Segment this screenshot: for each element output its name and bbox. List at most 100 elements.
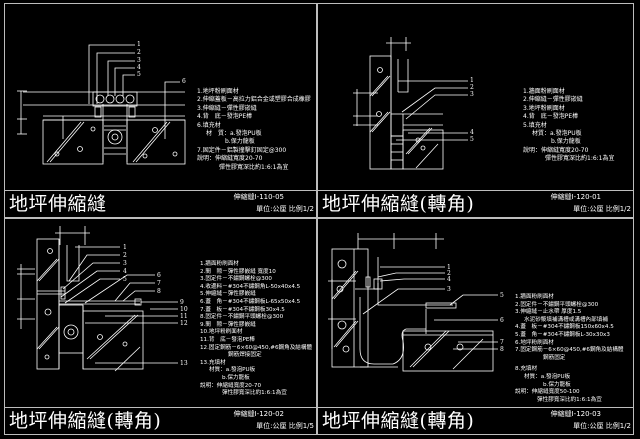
unit-scale: 單位:公厘 比例1/2 [573, 205, 631, 213]
callout-number: 5 [470, 136, 474, 143]
detail-panel-4: 1 2 4 3 5 6 7 8 1.牆面粉刷面材 2.固定件－不鏽鋼平頭螺栓@3… [317, 218, 634, 435]
callout-number: 7 [500, 339, 504, 346]
legend-item: b.保力龍板 [222, 374, 250, 381]
callout-number: 8 [157, 288, 161, 295]
detail-panel-1: 1 2 3 4 5 6 1.地坪粉刷面材 2.伸縮蓋板－高拉力鋁合金或塑膠合成橡… [4, 3, 317, 218]
legend-item: 3.固定件－不鏽鋼螺栓@300 [200, 276, 272, 283]
callout-number: 4 [447, 276, 451, 283]
legend-item: 彈性膠寬深比約1:6:1為宜 [537, 396, 602, 403]
material-legend: 1.牆面粉刷面材 2.伸縮縫－彈性膠嵌縫 3.地坪粉刷面材 4.背 底－發泡PE… [523, 88, 615, 164]
detail-code: 伸縮縫I-120-02 [233, 410, 284, 418]
callout-number: 4 [123, 268, 127, 275]
legend-item: b.保力龍板 [551, 138, 581, 146]
legend-item: 材質：a.發泡PU板 [524, 373, 571, 380]
legend-item: 3.伸縮縫－止水帶 厚度1.5 [515, 309, 582, 316]
callout-number: 5 [500, 292, 504, 299]
legend-item: 4.蓋 板－#304不鏽鋼板150x60x4.5 [515, 324, 614, 331]
legend-item: 水泥砂漿填補溝槽或溝槽內部填補 [524, 316, 608, 323]
legend-item: 彈性膠寬深比約1:6:1為宜 [219, 163, 289, 171]
callout-number: 2 [447, 270, 451, 277]
title-block: 地坪伸縮縫 伸縮縫I-110-05 單位:公厘 比例1/2 [5, 190, 316, 217]
callout-number: 4 [470, 129, 474, 136]
section-drawing-4 [328, 233, 498, 372]
legend-item: 7.固定鋼筋－6×60@450,#6鋼角及結構體 [515, 347, 624, 354]
legend-item: 彈性膠寬深比約1:6:1為宜 [222, 390, 287, 397]
legend-item: 6.填充材 [197, 121, 221, 129]
callout-number: 12 [180, 320, 188, 327]
legend-item: 鋼筋固定 [543, 354, 566, 361]
legend-item: 鋼筋焊接固定 [228, 352, 262, 359]
unit-scale: 單位:公厘 比例1/2 [573, 422, 631, 430]
legend-item: 8.充填材 [515, 366, 538, 373]
legend-item: 彈性膠寬深比約1:6:1為宜 [545, 155, 615, 163]
legend-item: 5.蓋 角－#304不鏽鋼板L-30x30x3 [515, 331, 610, 338]
legend-item: 說明：伸縮縫寬度20-70 [523, 146, 589, 154]
detail-panel-2: 1 2 3 4 5 1.牆面粉刷面材 2.伸縮縫－彈性膠嵌縫 3.地坪粉刷面材 … [317, 3, 634, 218]
detail-title: 地坪伸縮縫(轉角) [322, 193, 475, 215]
legend-item: 4.背 底－發泡PE棒 [523, 113, 579, 121]
legend-item: 5.伸縮縫－彈性膠嵌縫 [200, 291, 256, 298]
legend-item: b.保力龍板 [543, 381, 571, 388]
callout-number: 10 [180, 306, 188, 313]
legend-item: 10.地坪粉刷面材 [200, 329, 243, 336]
legend-item: 材 質：a.發泡PU板 [206, 130, 262, 138]
callout-number: 3 [470, 91, 474, 98]
legend-item: 8.固定件－不鏽鋼平頭螺栓@300 [200, 314, 284, 321]
legend-item: 1.牆面粉刷面材 [523, 88, 565, 95]
legend-item: b.保力龍板 [225, 138, 255, 146]
legend-item: 2.伸縮蓋板－高拉力鋁合金或塑膠合成橡膠 [197, 96, 311, 104]
title-block: 地坪伸縮縫(轉角) 伸縮縫I-120-03 單位:公厘 比例1/2 [318, 407, 633, 434]
callout-number: 1 [123, 244, 127, 251]
legend-item: 6.蓋 角－#304不鏽鋼板L-65x50x4.5 [200, 298, 301, 305]
detail-code: 伸縮縫I-120-03 [550, 410, 601, 418]
legend-item: 5.填充材 [523, 121, 547, 129]
callout-number: 6 [500, 317, 504, 324]
legend-item: 3.地坪粉刷面材 [523, 104, 565, 112]
callout-number: 4 [137, 64, 141, 71]
legend-item: 說明：伸縮縫寬度20-70 [200, 382, 262, 389]
section-drawing-2 [353, 37, 468, 170]
detail-title: 地坪伸縮縫(轉角) [9, 410, 162, 432]
callout-number: 9 [180, 299, 184, 306]
callout-number: 3 [123, 260, 127, 267]
callout-number: 11 [180, 313, 188, 320]
legend-item: 6.地坪粉刷面材 [515, 339, 554, 346]
legend-item: 7.固定件－鋁製撞擊釘固定@300 [197, 146, 287, 154]
detail-title: 地坪伸縮縫(轉角) [322, 410, 475, 432]
unit-scale: 單位:公厘 比例1/5 [256, 422, 314, 430]
title-block: 地坪伸縮縫(轉角) 伸縮縫I-120-02 單位:公厘 比例1/5 [5, 407, 316, 434]
callout-number: 8 [500, 346, 504, 353]
legend-item: 9.間 隙－彈性膠嵌縫 [200, 321, 256, 328]
callout-number: 3 [137, 57, 141, 64]
callout-number: 5 [123, 276, 127, 283]
legend-item: 說明：伸縮縫寬度20-70 [197, 155, 263, 163]
callout-number: 2 [137, 49, 141, 56]
legend-item: 2.間 隙－彈性膠嵌縫 寬度10 [200, 268, 276, 275]
detail-code: 伸縮縫I-110-05 [233, 193, 284, 201]
legend-item: 1.地坪粉刷面材 [197, 88, 239, 95]
legend-item: 12.固定鋼筋－6×60@450,#6鋼角及結構體 [200, 344, 313, 351]
legend-item: 11.背 底－發泡PE棒 [200, 336, 255, 343]
title-block: 地坪伸縮縫(轉角) 伸縮縫I-120-01 單位:公厘 比例1/2 [318, 190, 633, 217]
legend-item: 材質：a.發泡PU板 [532, 130, 582, 138]
callout-number: 7 [157, 280, 161, 287]
callout-number: 6 [182, 78, 186, 85]
callout-number: 2 [123, 252, 127, 259]
unit-scale: 單位:公厘 比例1/2 [256, 205, 314, 213]
legend-item: 1.牆面粉刷面材 [200, 261, 239, 267]
callout-number: 1 [447, 264, 451, 271]
callout-number: 5 [137, 71, 141, 78]
callout-number: 2 [470, 84, 474, 91]
section-drawing-3 [17, 226, 178, 372]
legend-item: 7.蓋 板－#304不鏽鋼板30x4.5 [200, 306, 285, 313]
section-drawing-1 [17, 44, 186, 165]
callout-number: 6 [157, 272, 161, 279]
detail-code: 伸縮縫I-120-01 [550, 193, 601, 201]
callout-number: 1 [470, 77, 474, 84]
legend-item: 3.伸縮縫－彈性膠嵌縫 [197, 104, 257, 112]
legend-item: 說明：伸縮縫寬度50-100 [515, 389, 580, 396]
material-legend: 1.地坪粉刷面材 2.伸縮蓋板－高拉力鋁合金或塑膠合成橡膠 3.伸縮縫－彈性膠嵌… [197, 88, 311, 172]
legend-item: 材質：a.發泡PU板 [209, 367, 256, 374]
legend-item: 4.收邊料－#304不鏽鋼角L-50x40x4.5 [200, 283, 301, 290]
